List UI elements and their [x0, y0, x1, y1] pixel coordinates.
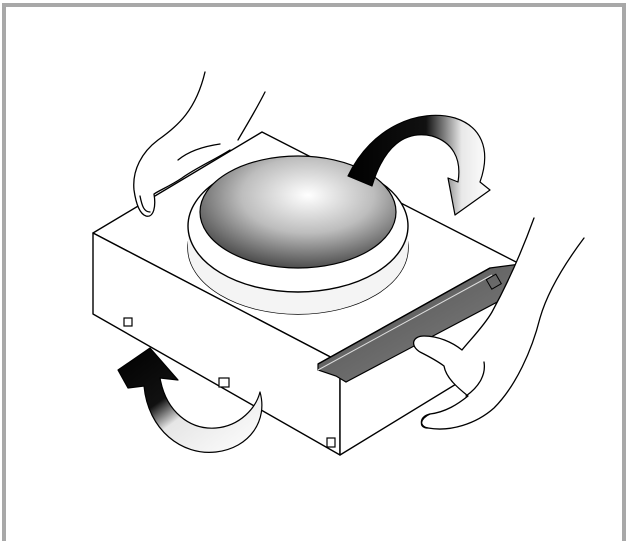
cooking-plate: [188, 156, 408, 314]
